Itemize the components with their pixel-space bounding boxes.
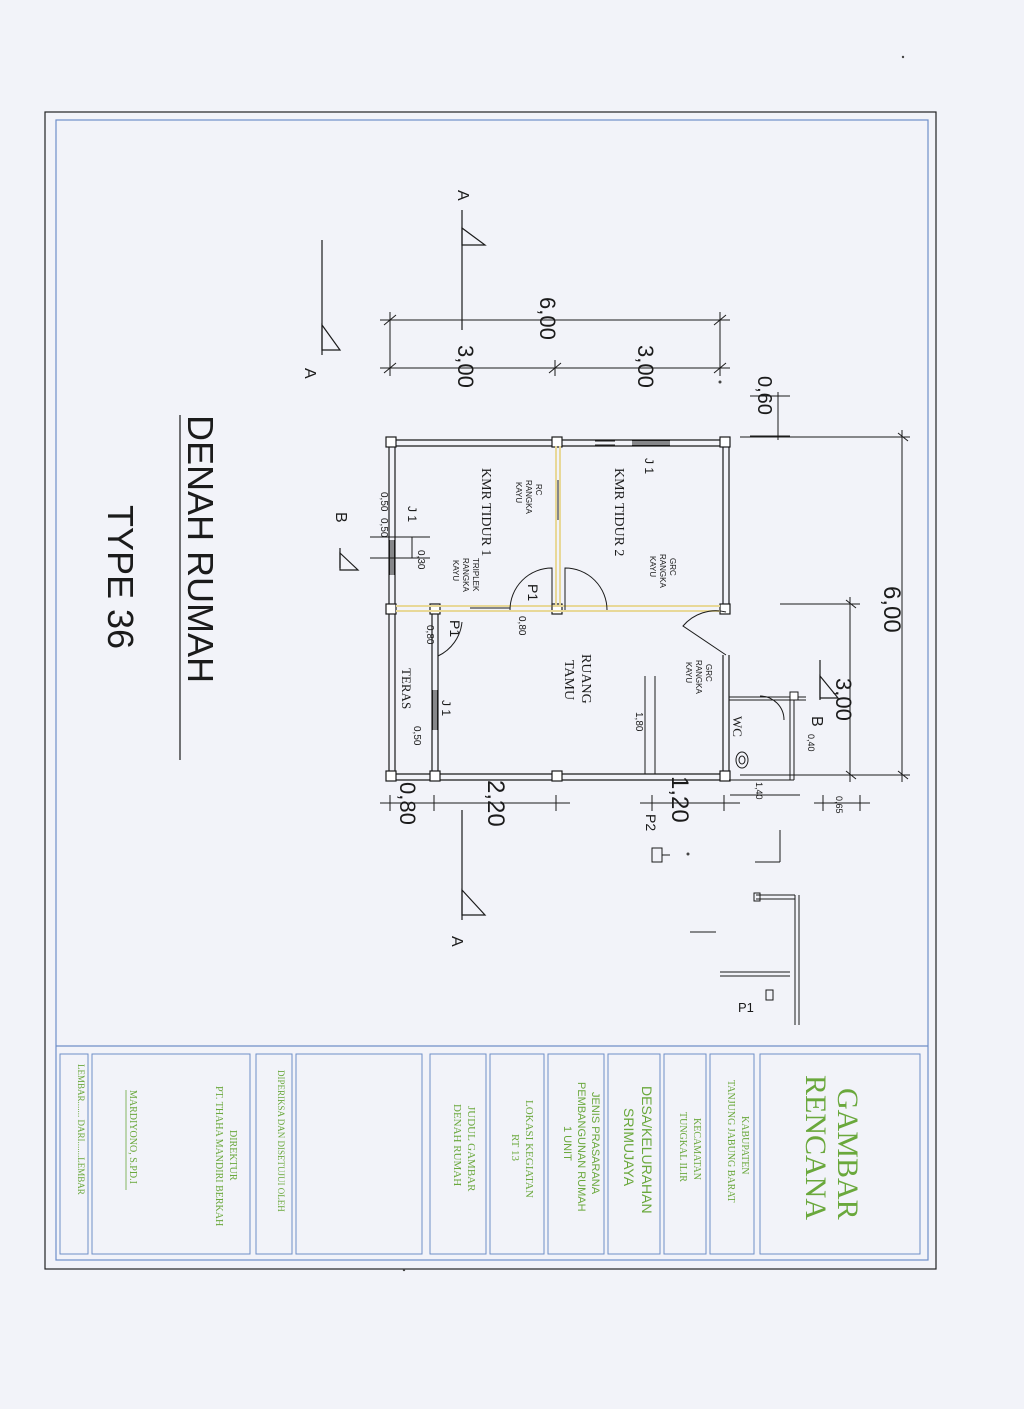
opening-j1-teras: J 1 bbox=[439, 700, 453, 716]
mat-rc-b: RANGKA bbox=[524, 480, 533, 514]
dim-right-part: 3,00 bbox=[831, 678, 856, 721]
dim-0-50-a: 0,50 bbox=[378, 492, 389, 512]
dim-0-65: 0,65 bbox=[834, 796, 844, 814]
tb-desa-2: SRIMUJAYA bbox=[621, 1108, 637, 1187]
toilet-icon bbox=[735, 751, 749, 769]
room-living-2: TAMU bbox=[561, 660, 576, 700]
mat-grc-2-b: RANGKA bbox=[694, 660, 703, 694]
tb-kecamatan-2: TUNGKAL ILIR bbox=[677, 1112, 688, 1182]
tb-lembar: LEMBAR....... DARI.......LEMBAR bbox=[76, 1064, 86, 1195]
tb-jenis-2: PEMBANGUNAN RUMAH bbox=[575, 1082, 587, 1212]
inner-frame bbox=[55, 119, 929, 1261]
dim-right-total: 6,00 bbox=[878, 586, 905, 633]
dim-top-total: 6,00 bbox=[535, 297, 560, 340]
dim-0-80-a: 0,80 bbox=[516, 616, 527, 636]
dim-top-small: 0,60 bbox=[753, 376, 775, 415]
wc-room bbox=[644, 676, 806, 781]
mat-grc-2-a: GRC bbox=[704, 664, 713, 682]
room-bedroom-1: KMR TIDUR 1 bbox=[478, 468, 493, 556]
dim-bottom-wc: 1,20 bbox=[666, 776, 693, 823]
dim-1-40: 1,40 bbox=[754, 782, 764, 800]
tb-lokasi-1: LOKASI KEGIATAN bbox=[523, 1100, 535, 1198]
tb-direktur-2: PT. THAHA MANDIRI BERKAH bbox=[213, 1086, 224, 1226]
opening-p1-bed: P1 bbox=[525, 584, 541, 601]
room-living-1: RUANG bbox=[578, 654, 593, 704]
tb-kecamatan-1: KECAMATAN bbox=[691, 1118, 702, 1180]
section-b-right: B bbox=[808, 716, 825, 727]
dim-0-40: 0,40 bbox=[806, 734, 816, 752]
opening-j1-top: J 1 bbox=[642, 458, 656, 474]
mat-grc-2-c: KAYU bbox=[684, 662, 693, 683]
drawing-subtitle: TYPE 36 bbox=[100, 505, 141, 649]
room-teras: TERAS bbox=[399, 668, 414, 709]
dim-top-right: 3,00 bbox=[633, 345, 658, 388]
tb-desa-1: DESA/KELURAHAN bbox=[639, 1086, 655, 1214]
mat-grc-1-c: KAYU bbox=[648, 556, 657, 577]
scan-specks bbox=[402, 55, 905, 1272]
legend-marks bbox=[651, 830, 800, 1025]
dim-0-50-c: 0,50 bbox=[411, 726, 422, 746]
opening-p1-teras: P1 bbox=[447, 620, 463, 637]
dim-1-80: 1,80 bbox=[633, 712, 644, 732]
mat-triplek-b: RANGKA bbox=[461, 558, 470, 592]
tb-judul-1: JUDUL GAMBAR bbox=[465, 1106, 477, 1192]
section-a-left: A bbox=[301, 368, 318, 379]
section-a-top: A bbox=[454, 190, 471, 201]
opening-j1-left: J 1 bbox=[405, 506, 419, 522]
title-block bbox=[59, 1053, 921, 1255]
doors bbox=[437, 567, 785, 721]
room-wc: WC bbox=[730, 716, 745, 737]
section-b-left: B bbox=[332, 512, 349, 523]
mat-triplek-c: KAYU bbox=[451, 560, 460, 581]
floor-plan bbox=[385, 436, 806, 1025]
opening-p2: P2 bbox=[643, 814, 659, 831]
drawing-title: DENAH RUMAH bbox=[180, 415, 221, 683]
tb-diperiksa: DIPERIKSA DAN DISETUJUI OLEH bbox=[276, 1070, 286, 1212]
mat-rc-a: RC bbox=[534, 484, 543, 496]
dim-0-50-b: 0,50 bbox=[378, 518, 389, 538]
tb-kabupaten-2: TANJUNG JABUNG BARAT bbox=[725, 1080, 736, 1203]
opening-p1-legend: P1 bbox=[738, 1000, 754, 1015]
tb-header-1: GAMBAR bbox=[831, 1088, 864, 1220]
mat-grc-1-a: GRC bbox=[668, 558, 677, 576]
tb-jenis-1: JENIS PRASARANA bbox=[589, 1092, 601, 1195]
tb-jenis-3: 1 UNIT bbox=[561, 1126, 573, 1161]
dim-0-80-b: 0,80 bbox=[424, 625, 435, 645]
partitions bbox=[396, 446, 720, 612]
dim-0-30: 0,30 bbox=[415, 550, 426, 570]
tb-signer: MARDIYONO, S.PD.I bbox=[127, 1090, 138, 1184]
dim-bottom-main: 2,20 bbox=[482, 780, 509, 827]
section-a-bottom: A bbox=[448, 936, 465, 947]
mat-grc-1-b: RANGKA bbox=[658, 554, 667, 588]
tb-judul-2: DENAH RUMAH bbox=[451, 1104, 463, 1186]
room-bedroom-2: KMR TIDUR 2 bbox=[611, 468, 626, 556]
tb-header-2: RENCANA bbox=[799, 1075, 832, 1220]
outer-frame bbox=[44, 111, 937, 1270]
dim-bottom-teras: 0,80 bbox=[395, 782, 420, 825]
windows bbox=[389, 440, 670, 730]
section-markers bbox=[321, 210, 840, 920]
mat-rc-c: KAYU bbox=[514, 482, 523, 503]
tb-lokasi-2: RT 13 bbox=[509, 1134, 521, 1161]
mat-triplek-a: TRIPLEK bbox=[471, 558, 480, 592]
tb-direktur-1: DIREKTUR bbox=[227, 1130, 238, 1181]
dim-top-left: 3,00 bbox=[453, 345, 478, 388]
tb-kabupaten-1: KABUPATEN bbox=[739, 1116, 750, 1175]
dimension-lines bbox=[370, 312, 910, 811]
